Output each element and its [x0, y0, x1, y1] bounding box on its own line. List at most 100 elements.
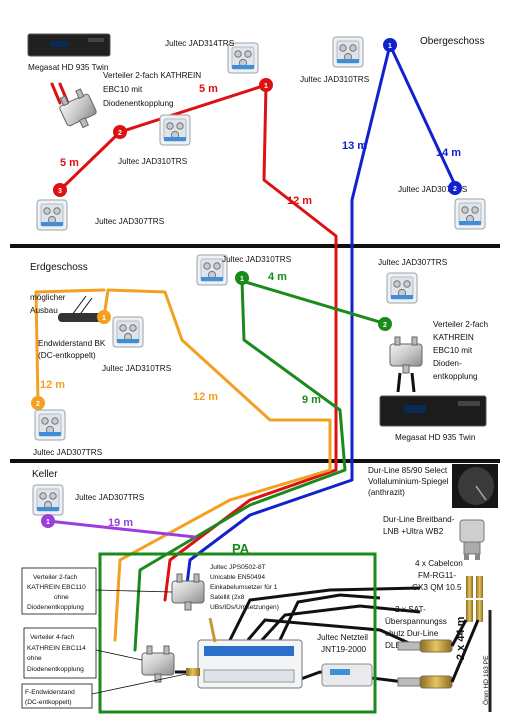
socket-307-basement — [32, 484, 64, 516]
splitter-4way-callout: Verteiler 4-fach KATHREIN EBC114 ohne Di… — [23, 627, 143, 679]
svg-text:1: 1 — [240, 276, 244, 283]
terminator-bk-label: Endwiderstand BK (DC-entkoppelt) — [38, 339, 108, 360]
splitter-4way-basement — [141, 645, 175, 683]
socket-314-label: Jultec JAD314TRS — [165, 39, 235, 48]
receiver-ground — [379, 395, 487, 427]
cable-red-b — [58, 130, 122, 192]
length-purple-a: 19 m — [108, 517, 133, 529]
cable-lnb-3 — [278, 593, 381, 641]
pa-label: PA — [232, 541, 250, 556]
cable-orange-a — [34, 288, 106, 405]
svg-text:1: 1 — [46, 519, 50, 526]
svg-text:2: 2 — [453, 186, 457, 193]
svg-text:1: 1 — [102, 315, 106, 322]
pa-box — [98, 552, 377, 714]
length-red-c: 12 m — [287, 195, 312, 207]
length-orange-a: 12 m — [40, 379, 65, 391]
svg-text:1: 1 — [264, 83, 268, 90]
length-blue-a: 13 m — [342, 140, 367, 152]
svg-text:1: 1 — [388, 43, 392, 50]
cable-green-b — [133, 279, 347, 652]
multiswitch-label: Jultec JPS0502-8T Unicable EN50494 Einka… — [210, 564, 279, 611]
length-red-b: 5 m — [60, 157, 79, 169]
marker-red-3: 3 — [53, 183, 67, 197]
cable-surge-1 — [450, 619, 468, 647]
marker-red-2: 2 — [113, 125, 127, 139]
terminator-f-mount — [208, 617, 217, 643]
marker-blue-2: 2 — [448, 181, 462, 195]
length-red-a: 5 m — [199, 83, 218, 95]
f-connectors — [466, 576, 483, 622]
socket-307-right-label: Jultec JAD307TRS — [398, 185, 468, 194]
socket-310-ground-left-label: Jultec JAD310TRS — [102, 364, 172, 373]
cable-splitter-receiver-2 — [410, 372, 416, 393]
socket-310-ground-left — [112, 316, 144, 348]
floor-label-basement: Keller — [32, 469, 58, 480]
surge-protector-2 — [397, 675, 453, 689]
multiswitch — [197, 639, 303, 689]
socket-310-mid — [159, 114, 191, 146]
cable-length-44: 2 x 44 m — [455, 616, 467, 660]
dish-label: Dur-Line 85/90 Select Vollaluminium-Spie… — [368, 466, 451, 497]
ground-cable-label: Ören HD 163 PE — [482, 655, 490, 705]
svg-text:Verteiler 2-fach KATHREI: Verteiler 2-fach KATHREIN EBC110 ohne Di… — [27, 574, 88, 611]
socket-307-basement-label: Jultec JAD307TRS — [75, 493, 145, 502]
socket-307-left — [36, 199, 68, 231]
cable-surge-2 — [450, 619, 480, 683]
lnb-label: Dur-Line Breitband- LNB +Ultra WB2 — [383, 515, 457, 536]
terminator-f-callout: F-Endwiderstand (DC-entkoppelt) — [21, 673, 187, 709]
splitter-ground-label: Verteiler 2-fach KATHREIN EBC10 mit Diod… — [433, 320, 490, 381]
cable-purple-a — [46, 519, 197, 539]
marker-purple-1: 1 — [41, 514, 55, 528]
marker-red-1: 1 — [259, 78, 273, 92]
cable-red-c — [163, 83, 338, 602]
cable-red-receiver-1 — [50, 82, 62, 105]
length-green-a: 4 m — [268, 271, 287, 283]
socket-307-left-label: Jultec JAD307TRS — [95, 217, 165, 226]
length-orange-b: 12 m — [193, 391, 218, 403]
svg-text:Verteiler 4-fach KATHREI: Verteiler 4-fach KATHREIN EBC114 ohne Di… — [27, 634, 88, 673]
satellite-dish — [452, 464, 498, 508]
svg-text:F-Endwiderstand (DC-entk: F-Endwiderstand (DC-entkoppelt) — [25, 689, 77, 706]
cable-orange-b — [102, 288, 332, 642]
floor-label-ground: Erdgeschoss — [30, 262, 88, 273]
cable-blue-b — [388, 43, 457, 187]
psu-label: Jultec Netzteil JNT19-2000 — [317, 633, 370, 654]
cable-lnb-2 — [260, 604, 421, 642]
surge-protector-1 — [397, 639, 453, 653]
socket-307-ground-right-label: Jultec JAD307TRS — [378, 258, 448, 267]
length-blue-b: 14 m — [436, 147, 461, 159]
svg-text:2: 2 — [383, 322, 387, 329]
terminator-f — [186, 668, 200, 676]
marker-green-2: 2 — [378, 317, 392, 331]
marker-blue-1: 1 — [383, 38, 397, 52]
receiver-ground-label: Megasat HD 935 Twin — [395, 433, 476, 442]
expansion-mark-1 — [71, 295, 87, 316]
connectors-label: 4 x Cabelcon FM-RG11- CX3 QM 10.5 — [412, 559, 465, 592]
cable-lnb-1 — [246, 618, 421, 650]
receiver-top — [27, 33, 111, 57]
lnb — [459, 519, 485, 560]
marker-orange-1: 1 — [97, 310, 111, 324]
splitter-top-label: Verteiler 2-fach KATHREIN EBC10 mit Diod… — [103, 71, 203, 108]
socket-310-mid-label: Jultec JAD310TRS — [118, 157, 188, 166]
splitter-ground — [389, 336, 423, 374]
svg-text:2: 2 — [36, 401, 40, 408]
socket-310-top-right-label: Jultec JAD310TRS — [300, 75, 370, 84]
svg-text:3: 3 — [58, 188, 62, 195]
socket-307-right — [454, 198, 486, 230]
power-supply — [321, 663, 373, 687]
receiver-top-label: Megasat HD 935 Twin — [28, 63, 109, 72]
marker-orange-2: 2 — [31, 396, 45, 410]
svg-text:2: 2 — [118, 130, 122, 137]
floor-label-upper: Obergeschoss — [420, 36, 484, 47]
cable-red-a — [118, 83, 268, 134]
socket-310-ground-top-label: Jultec JAD310TRS — [222, 255, 292, 264]
cable-blue-a — [183, 43, 392, 602]
future-expansion-label: möglicher Ausbau — [30, 293, 68, 315]
cable-splitter-receiver-1 — [396, 372, 402, 393]
socket-307-ground-left — [34, 409, 66, 441]
cable-green-a — [240, 279, 385, 325]
length-green-b: 9 m — [302, 394, 321, 406]
